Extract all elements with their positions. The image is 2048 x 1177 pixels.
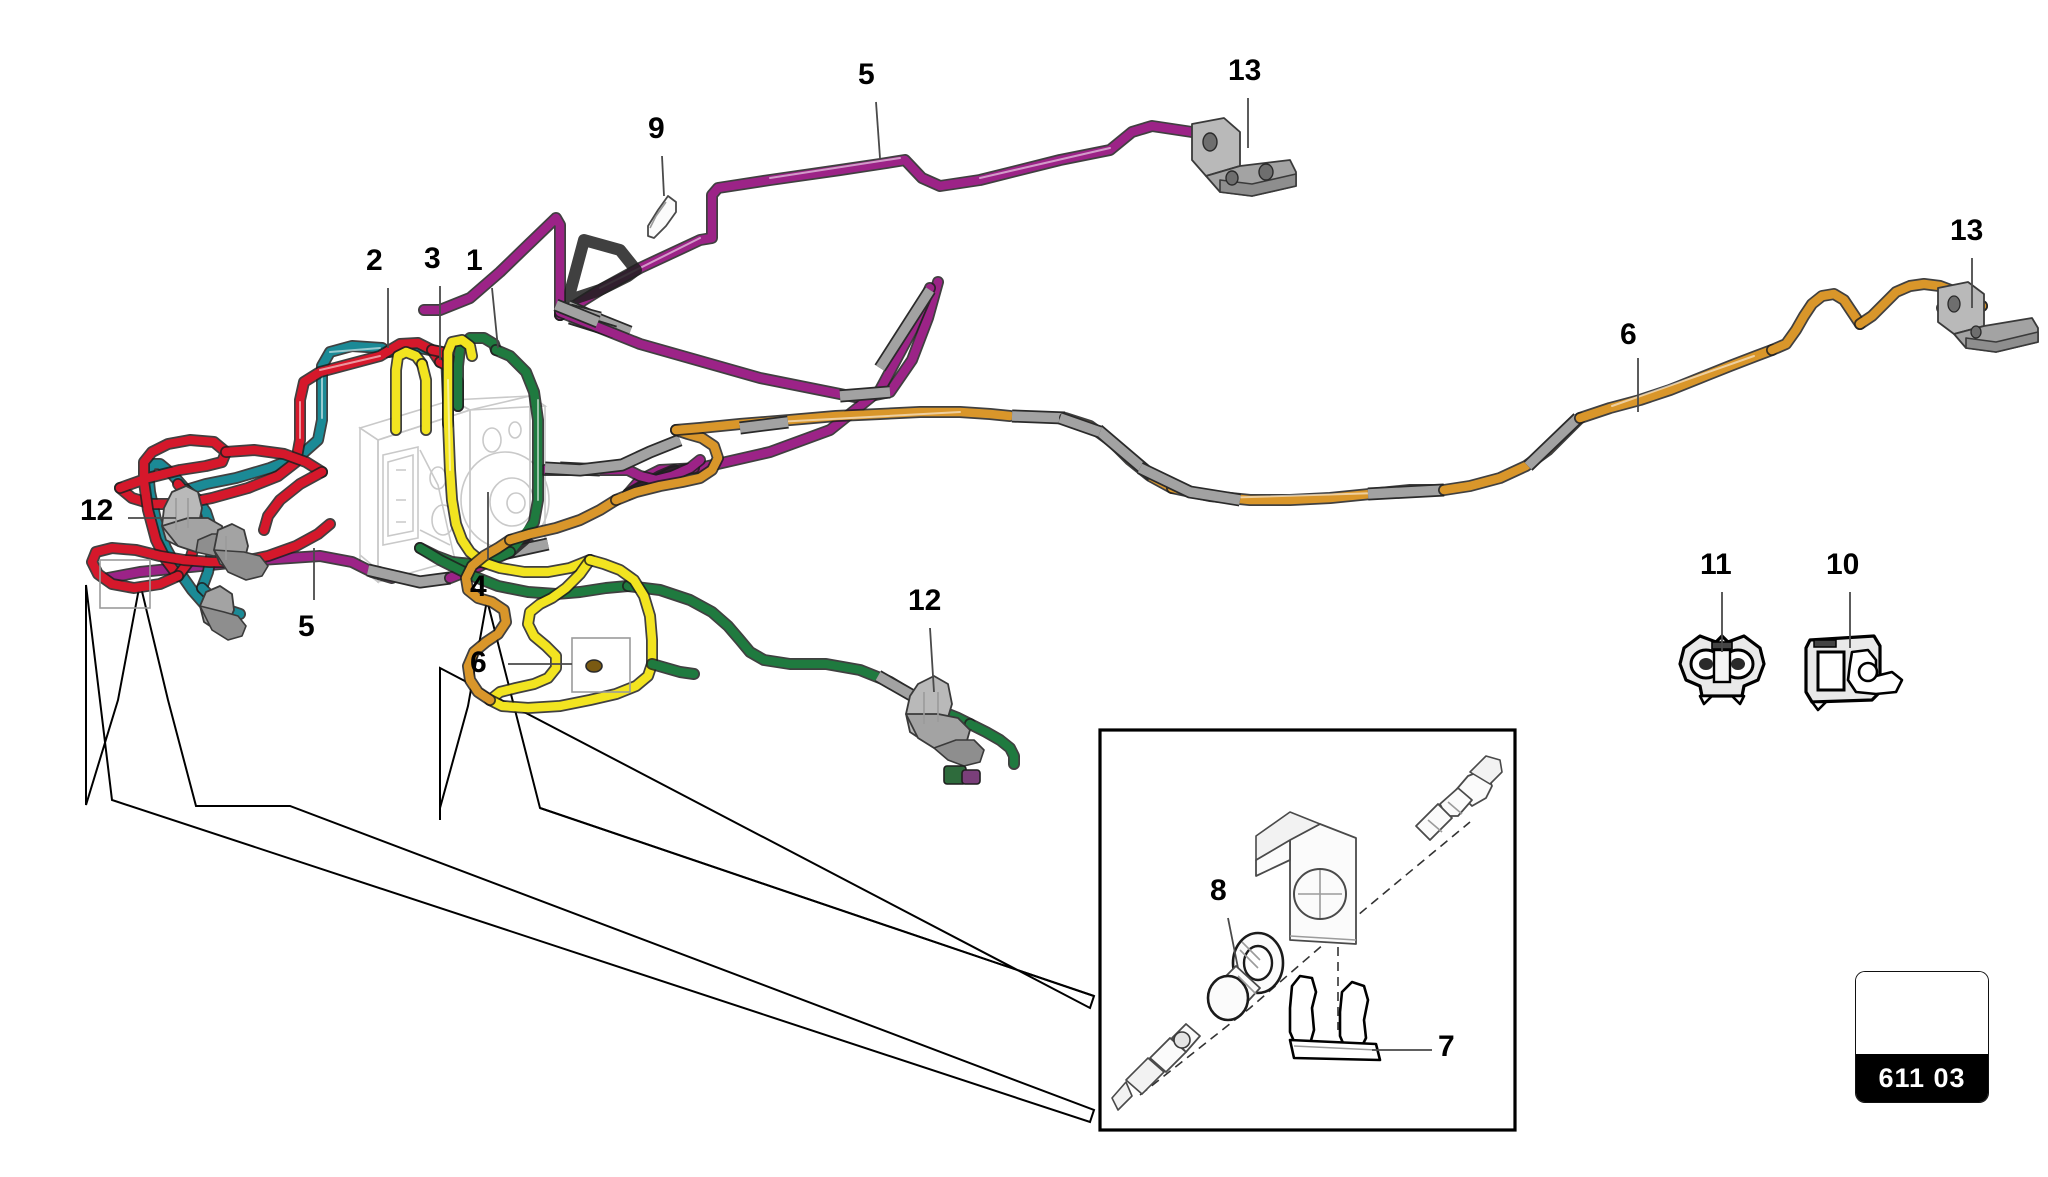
pin-clip-9 <box>647 195 677 239</box>
u-clip-7 <box>1288 974 1382 1062</box>
callout-label-1: 1 <box>466 244 483 277</box>
line-holder-12-center <box>905 675 985 785</box>
line-holder-12-left-second <box>213 523 269 581</box>
callout-label-11: 11 <box>1700 548 1732 581</box>
callout-label-12-center: 12 <box>908 584 942 617</box>
line-fitting-marker-6 <box>571 637 631 693</box>
union-fitting-upper <box>1415 755 1503 841</box>
callout-label-10: 10 <box>1826 548 1860 581</box>
callout-pointer-outline-left <box>85 582 1096 1124</box>
retaining-clip-10 <box>1804 634 1904 712</box>
callout-pointer-outline-right <box>439 599 1096 1010</box>
brake-line-5-magenta-left-descent <box>418 212 642 339</box>
detail-inset-box <box>1098 728 1517 1132</box>
union-fitting-lower <box>1111 1023 1201 1111</box>
callout-label-2: 2 <box>366 244 383 277</box>
callout-label-13-upper: 13 <box>1228 54 1262 87</box>
callout-label-6-left: 6 <box>470 646 487 679</box>
callout-label-5-lower: 5 <box>298 610 315 643</box>
brake-line-yellow-stub <box>390 346 432 436</box>
mounting-bracket-13-right <box>1937 281 2039 353</box>
callout-label-3: 3 <box>424 242 441 275</box>
line-holder-12-left-third <box>199 585 247 641</box>
line-holder-12-left <box>161 485 237 557</box>
callout-label-8: 8 <box>1210 874 1227 907</box>
bracket-plate <box>1255 811 1357 945</box>
line-fitting-marker-12 <box>99 559 151 609</box>
union-connector-8 <box>1206 931 1285 1022</box>
callout-leaders <box>128 98 1973 1051</box>
callout-label-9: 9 <box>648 112 665 145</box>
callout-label-5-upper: 5 <box>858 58 875 91</box>
callout-label-12-left: 12 <box>80 494 114 527</box>
sheet-code-text: 611 03 <box>1856 1054 1988 1102</box>
mounting-bracket-13-upper <box>1191 117 1297 197</box>
callout-label-7: 7 <box>1438 1030 1455 1063</box>
brake-line-4-yellow <box>442 334 700 714</box>
abs-hydraulic-unit <box>358 394 550 586</box>
badge-icon-wedge <box>1856 972 1988 1054</box>
callout-label-6-right: 6 <box>1620 318 1637 351</box>
sheet-code-badge: 611 03 <box>1856 972 1988 1102</box>
callout-label-4: 4 <box>470 570 487 603</box>
retaining-clip-11 <box>1678 634 1766 706</box>
sleeve-line-mid-right <box>1057 411 1242 507</box>
brake-line-2-teal <box>180 340 394 496</box>
brake-line-5-magenta-upper <box>554 120 1198 321</box>
callout-label-13-right: 13 <box>1950 214 1984 247</box>
sleeve-line-module-right <box>544 433 683 477</box>
